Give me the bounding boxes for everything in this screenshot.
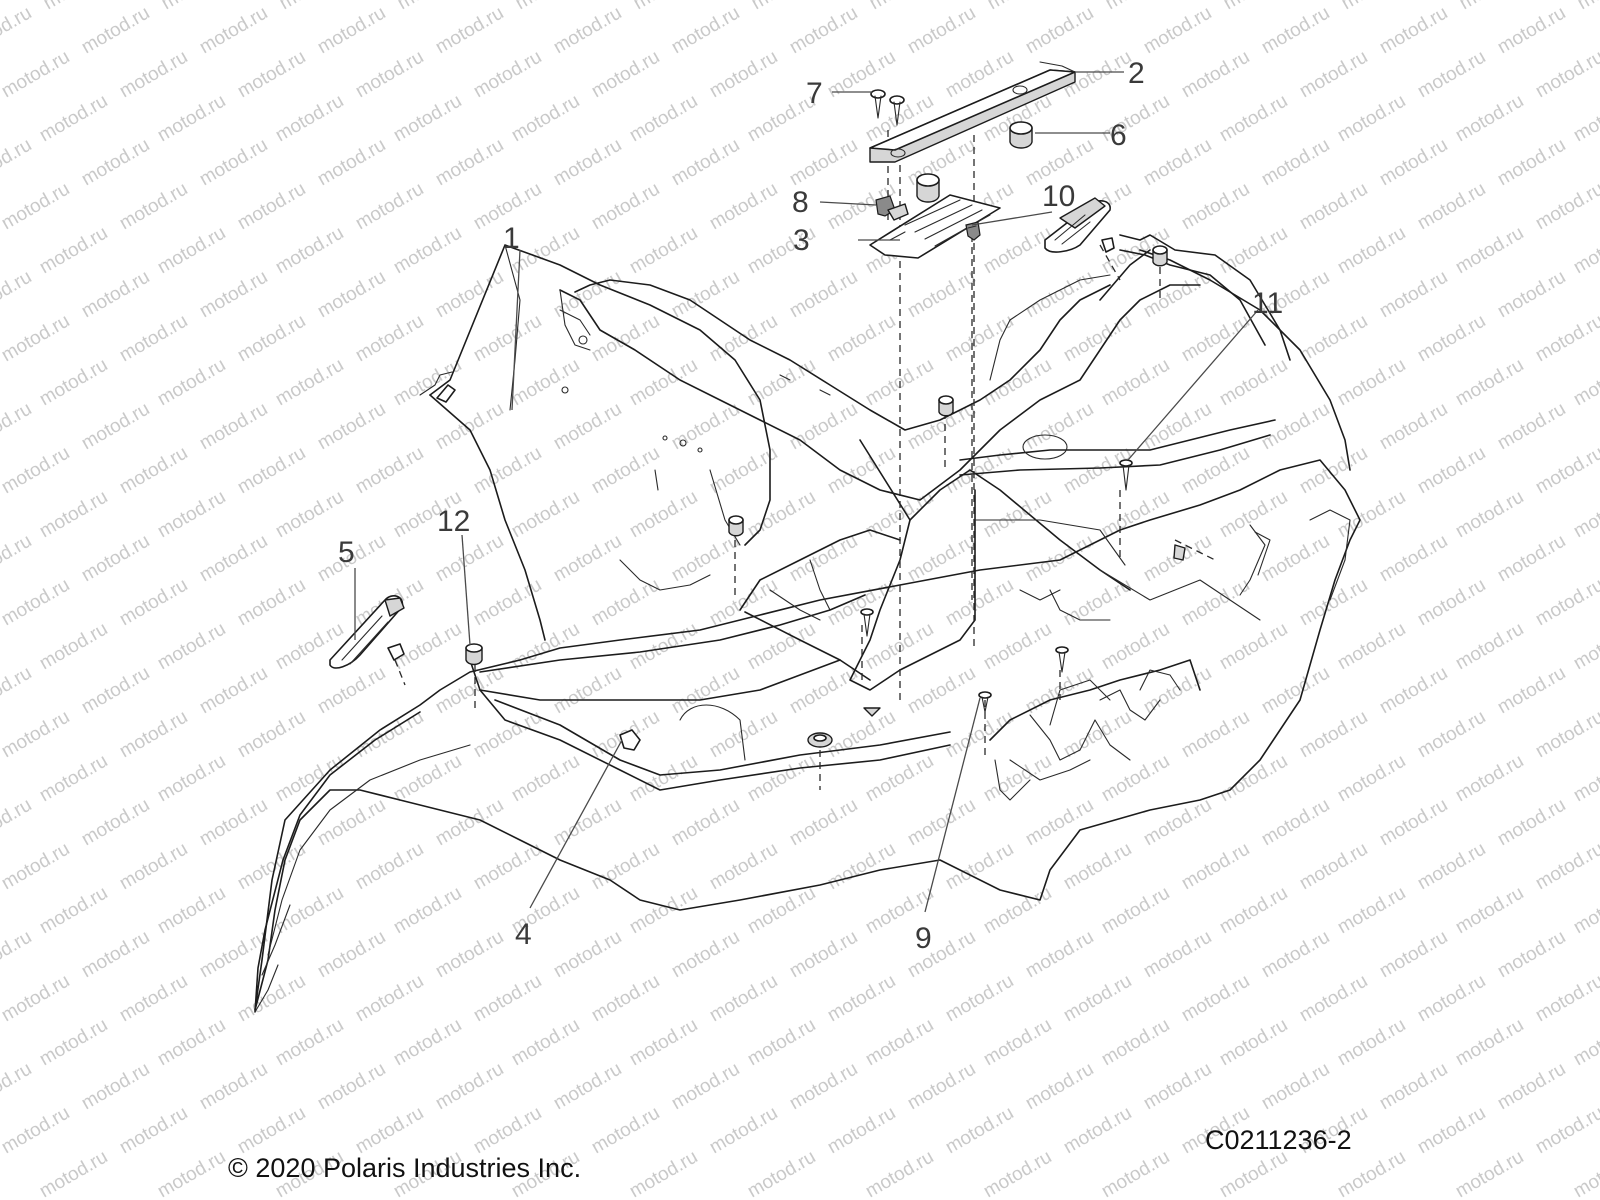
callout-1: 1 [503, 222, 520, 255]
push-clip [965, 221, 981, 241]
top-screws [870, 89, 905, 126]
callout-7: 7 [806, 77, 823, 110]
right-grab-handle [1044, 197, 1115, 253]
bolts [436, 245, 1186, 751]
latch-clip [875, 195, 909, 221]
callout-9: 9 [915, 922, 932, 955]
diagram-code: C0211236-2 [1205, 1125, 1352, 1155]
tray-lid [869, 194, 1001, 259]
rack-frame [469, 234, 1291, 801]
top-bracket [869, 61, 1076, 163]
leader-lines [354, 71, 1259, 913]
rear-body-panel [254, 244, 1361, 1013]
callout-10: 10 [1042, 180, 1075, 213]
callout-3: 3 [793, 224, 810, 257]
rubber-bumper [916, 121, 1033, 203]
callout-6: 6 [1110, 119, 1127, 152]
callout-8: 8 [792, 186, 809, 219]
footer-copyright: © 2020 Polaris Industries Inc. [228, 1153, 582, 1183]
callout-12: 12 [437, 505, 470, 538]
callout-labels: 1 2 3 4 5 6 7 8 9 10 11 12 [338, 57, 1283, 955]
left-grab-handle [329, 595, 405, 669]
callout-5: 5 [338, 536, 355, 569]
callout-2: 2 [1128, 57, 1145, 90]
callout-11: 11 [1252, 287, 1283, 320]
callout-4: 4 [515, 918, 532, 951]
